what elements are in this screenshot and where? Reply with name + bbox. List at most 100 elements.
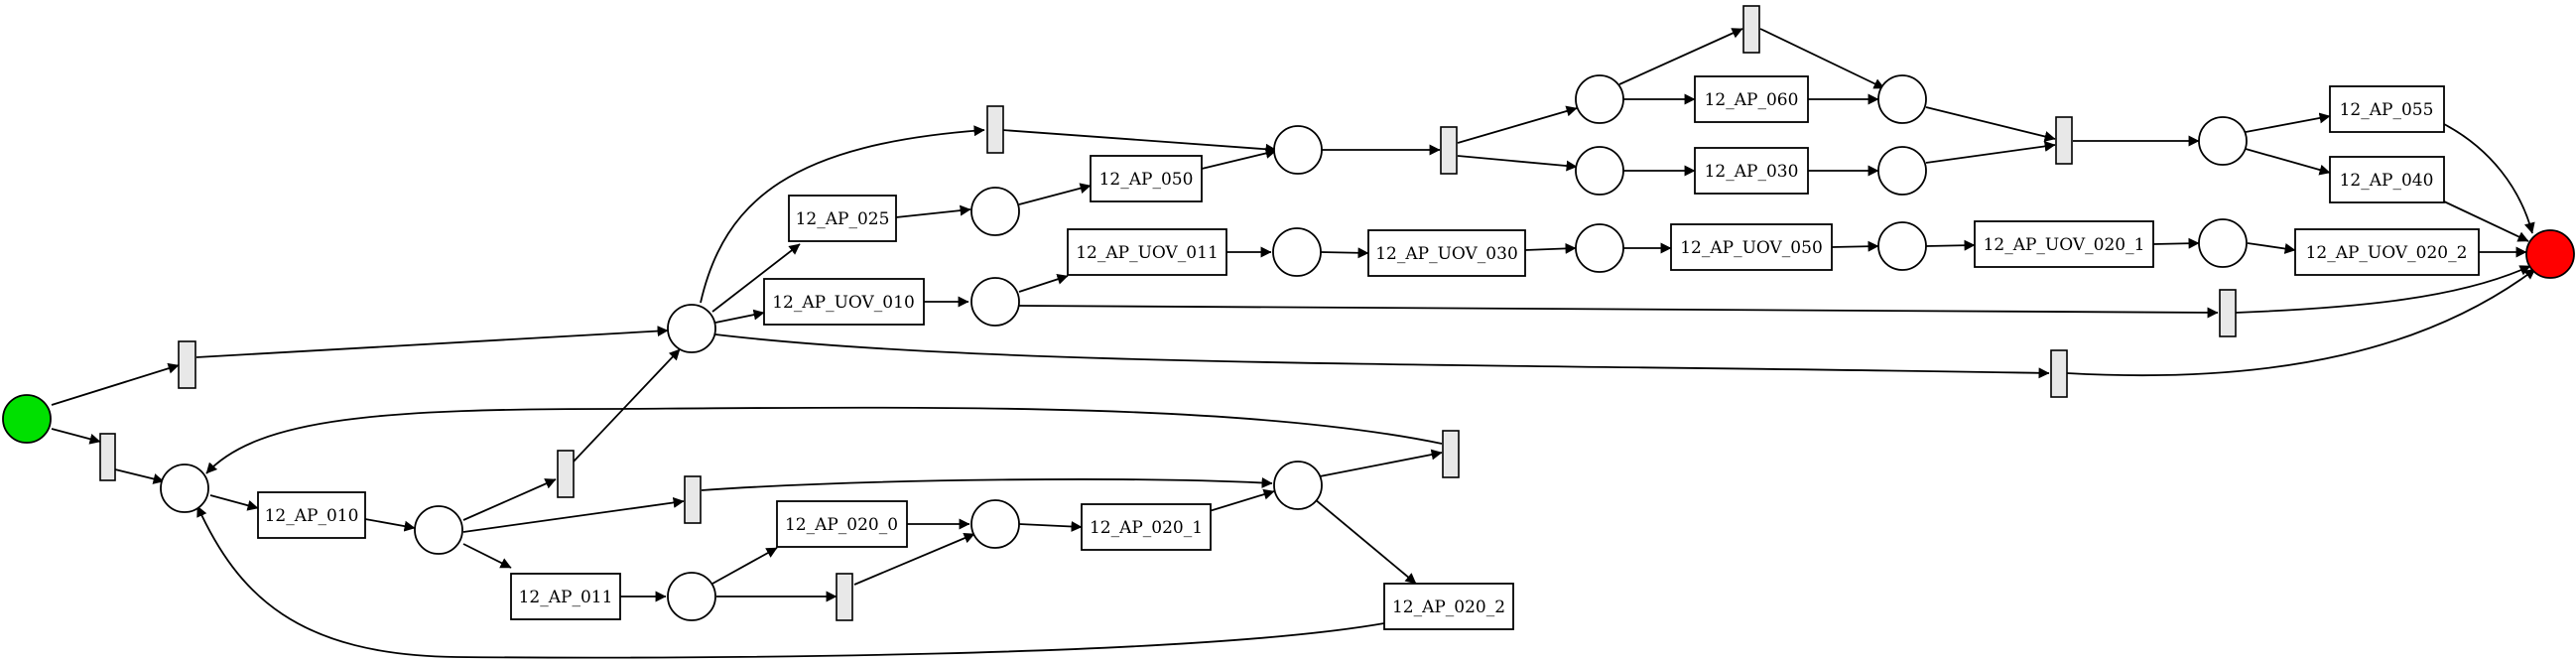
place: [1575, 223, 1624, 273]
transition-12-ap-060: 12_AP_060: [1694, 75, 1809, 123]
arc: [1001, 129, 1277, 155]
arcs: [51, 28, 2536, 659]
silent-transition: [986, 105, 1004, 154]
arc: [1319, 449, 1443, 477]
transition-12-ap-011: 12_AP_011: [510, 573, 621, 620]
transition-12-ap-030: 12_AP_030: [1694, 147, 1809, 195]
transition-12-ap-025: 12_AP_025: [788, 195, 897, 242]
end-place: [2525, 229, 2575, 279]
arc: [895, 204, 971, 218]
arc: [1925, 239, 1976, 251]
arc: [714, 333, 2050, 379]
transition-12-ap-020-1: 12_AP_020_1: [1081, 503, 1212, 551]
arc: [2443, 123, 2535, 234]
arc: [714, 309, 765, 324]
arc: [2066, 268, 2536, 377]
silent-transition: [1742, 5, 1760, 54]
transition-12-ap-040: 12_AP_040: [2329, 156, 2445, 203]
arc: [1759, 28, 1885, 89]
arc: [1018, 521, 1083, 532]
arc: [2152, 237, 2200, 249]
arc: [2245, 112, 2331, 133]
transition-label: 12_AP_UOV_011: [1076, 243, 1219, 263]
transition-12-ap-uov-030: 12_AP_UOV_030: [1367, 229, 1526, 277]
arc: [364, 518, 416, 532]
place: [1575, 146, 1624, 196]
place: [667, 304, 716, 353]
transition-label: 12_AP_060: [1705, 90, 1799, 110]
arc: [51, 428, 101, 445]
transition-label: 12_AP_011: [519, 588, 613, 607]
place: [970, 499, 1020, 549]
arc: [1925, 140, 2056, 164]
place: [1272, 227, 1322, 277]
arc: [1457, 155, 1578, 172]
arc: [853, 532, 975, 586]
transition-label: 12_AP_020_2: [1392, 597, 1505, 617]
transition-12-ap-uov-010: 12_AP_UOV_010: [763, 278, 925, 326]
transition-12-ap-uov-020-2: 12_AP_UOV_020_2: [2294, 228, 2480, 276]
arc: [209, 494, 259, 511]
place: [1273, 461, 1323, 510]
silent-transition: [2050, 349, 2068, 398]
transition-12-ap-050: 12_AP_050: [1090, 155, 1203, 202]
transition-12-ap-020-0: 12_AP_020_0: [776, 500, 908, 548]
arc: [462, 496, 685, 533]
place: [160, 464, 209, 513]
transition-12-ap-uov-011: 12_AP_UOV_011: [1067, 228, 1227, 276]
arc: [205, 406, 1443, 474]
arc: [1831, 240, 1879, 252]
arc: [1618, 28, 1743, 85]
transition-label: 12_AP_055: [2340, 100, 2434, 120]
place: [2198, 218, 2248, 268]
silent-transition: [99, 433, 116, 481]
arc: [2245, 148, 2331, 176]
arc: [196, 505, 1385, 659]
arc: [1457, 105, 1578, 144]
silent-transitions: [99, 5, 2237, 621]
place: [970, 187, 1020, 236]
place: [1575, 74, 1624, 124]
transition-12-ap-010: 12_AP_010: [257, 491, 366, 539]
transition-label: 12_AP_UOV_010: [772, 293, 915, 313]
arc: [1018, 274, 1069, 293]
place: [970, 277, 1020, 327]
transition-12-ap-020-2: 12_AP_020_2: [1383, 583, 1514, 630]
transition-label: 12_AP_UOV_030: [1375, 244, 1518, 264]
place: [1877, 74, 1927, 124]
silent-transition: [2219, 289, 2237, 337]
arc: [2443, 200, 2529, 242]
transition-12-ap-055: 12_AP_055: [2329, 85, 2445, 133]
arc: [51, 362, 180, 406]
arc: [1925, 106, 2056, 142]
arc: [1018, 305, 2219, 319]
transition-label: 12_AP_010: [265, 506, 359, 526]
silent-transition: [836, 573, 853, 621]
arc: [573, 348, 681, 463]
arc: [1524, 242, 1577, 254]
place: [1273, 125, 1323, 175]
place: [414, 505, 463, 555]
silent-transition: [2055, 116, 2073, 165]
arc: [2247, 242, 2296, 254]
arc: [462, 543, 512, 569]
transition-label: 12_AP_050: [1099, 170, 1194, 190]
place: [667, 572, 716, 621]
arc: [2235, 265, 2531, 314]
places: [2, 74, 2575, 621]
transition-label: 12_AP_025: [796, 209, 890, 229]
silent-transition: [1440, 126, 1458, 175]
arc: [1201, 148, 1277, 170]
arc: [1314, 498, 1417, 585]
silent-transition: [178, 340, 196, 389]
transition-label: 12_AP_UOV_020_2: [2306, 243, 2468, 263]
arc: [711, 243, 801, 313]
start-place: [2, 394, 52, 444]
arc: [1018, 183, 1092, 205]
transition-label: 12_AP_UOV_050: [1680, 238, 1823, 258]
place: [1877, 221, 1927, 271]
transition-label: 12_AP_020_1: [1090, 518, 1203, 538]
arc: [195, 326, 669, 358]
arc: [1320, 247, 1369, 259]
